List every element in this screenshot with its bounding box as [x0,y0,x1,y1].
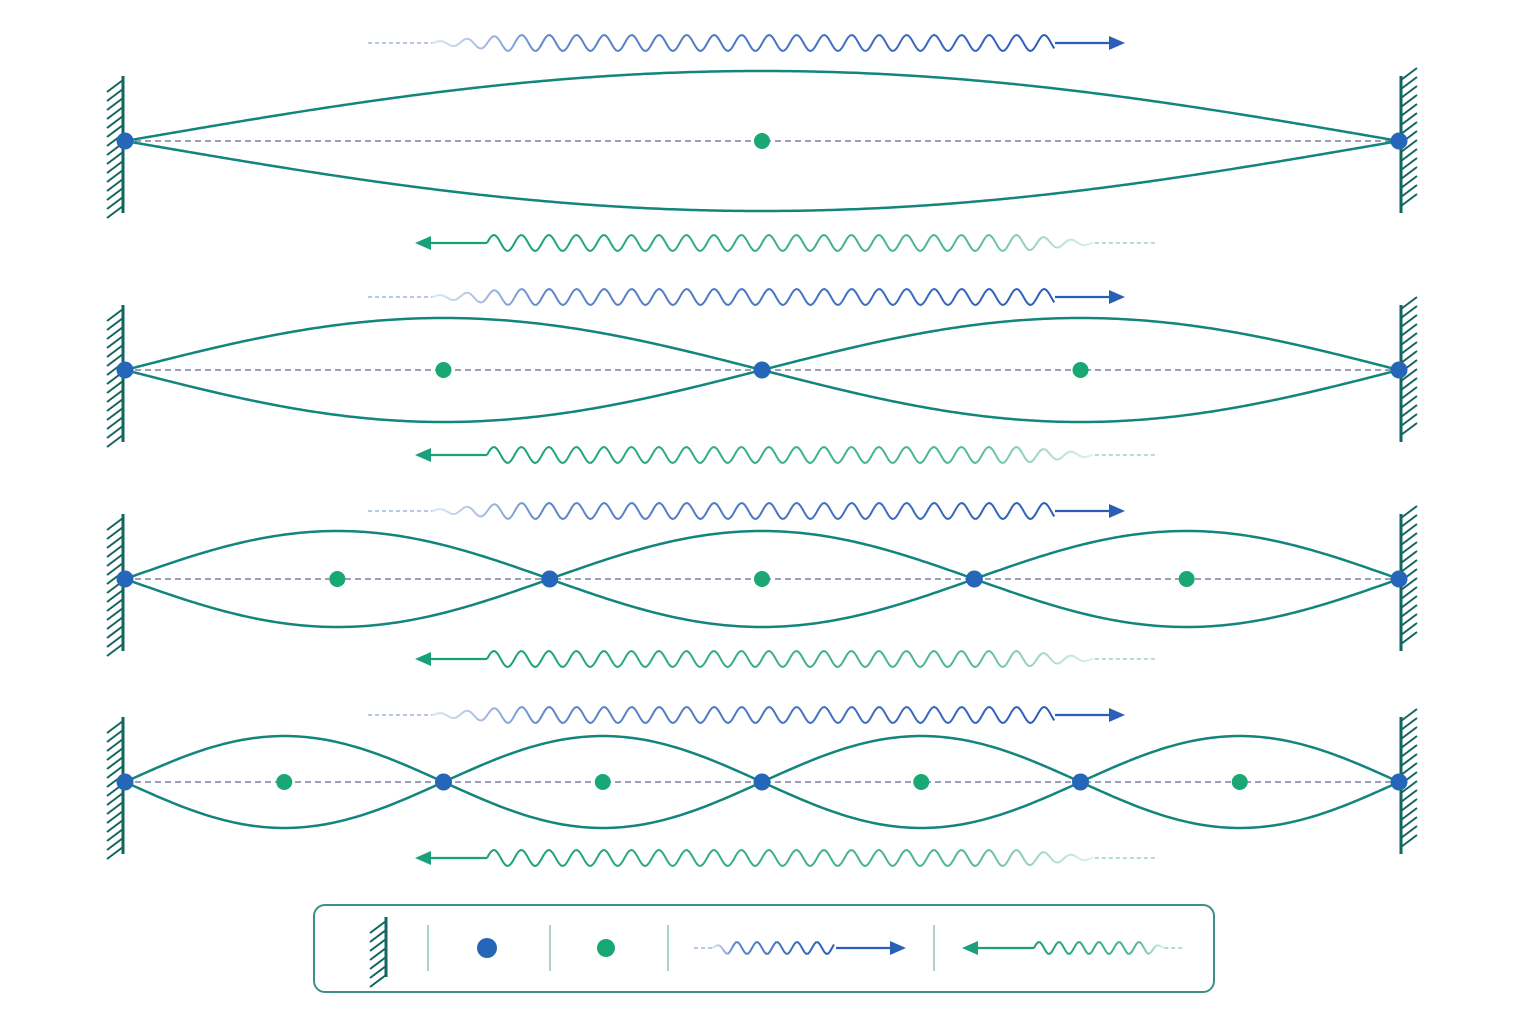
mode-rows [106,33,1418,868]
antinode-dot [754,133,770,149]
wave-arrowhead [1109,290,1125,304]
wall-hatch [106,308,124,448]
node-dot [116,773,134,791]
wave-squiggle [432,705,1056,725]
antinode-dot [1231,774,1248,790]
node-dot [116,570,134,588]
wave-arrowhead [1109,504,1125,518]
wave-squiggle [432,287,1056,307]
wave-squiggle [486,848,1094,868]
antinode-dot [754,571,770,587]
wall-hatch [1400,505,1418,645]
string-envelope-upper [124,529,1400,629]
wave-arrowhead [1109,36,1125,50]
wave-squiggle [432,33,1056,53]
wall-hatch [1400,296,1418,436]
node-dot [1390,361,1408,379]
antinode-dot [1072,362,1089,378]
wall-hatch [106,517,124,657]
legend [313,904,1215,993]
node-dot [116,361,134,379]
node-dot [541,570,559,588]
node-dot [116,132,134,150]
node-dot [1390,132,1408,150]
wave-arrowhead [415,236,431,250]
antinode-dot [913,774,930,790]
wave-arrowhead [1109,708,1125,722]
node-dot-icon [477,938,497,958]
reflected-wave [415,233,1158,253]
wave-squiggle [486,445,1094,465]
node-dot [965,570,983,588]
wall-hatch [1400,67,1418,207]
reflected-wave-arrow-icon [962,941,1183,955]
wall-hatch [106,79,124,219]
reflected-wave [415,649,1158,669]
legend-box [313,904,1215,993]
wall-hatch [369,920,387,988]
wave-arrowhead [962,941,978,955]
reflected-wave [415,848,1158,868]
wave-arrowhead [890,941,906,955]
wave-arrowhead [415,652,431,666]
wall-hatch [106,720,124,860]
wave-squiggle [711,941,835,955]
antinode-dot [1178,571,1195,587]
antinode-dot-icon [597,939,615,957]
string-envelope-upper [124,69,1400,143]
wave-arrowhead [415,448,431,462]
antinode-dot [594,774,611,790]
string-envelope-lower [124,529,1400,629]
node-dot [1072,773,1089,791]
incident-wave [368,705,1125,725]
mode-row-2 [106,287,1418,465]
wave-arrowhead [415,851,431,865]
antinode-dot [329,571,346,587]
mode-row-4 [106,705,1418,868]
reflected-wave [415,445,1158,465]
fixed-wall-icon [369,917,388,988]
node-dot [753,361,771,379]
node-dot [753,773,771,791]
wave-squiggle [486,649,1094,669]
node-dot [1390,570,1408,588]
node-dot [435,773,452,791]
wave-squiggle [1033,941,1165,955]
incident-wave [368,33,1125,53]
incident-wave [368,501,1125,521]
antinode-dot [435,362,452,378]
string-envelope-lower [124,139,1400,213]
node-dot [1390,773,1408,791]
wall-hatch [1400,708,1418,848]
wave-squiggle [432,501,1056,521]
wave-squiggle [486,233,1094,253]
incident-wave [368,287,1125,307]
incident-wave-arrow-icon [694,941,906,955]
mode-row-1 [106,33,1418,253]
mode-row-3 [106,501,1418,669]
antinode-dot [276,774,293,790]
